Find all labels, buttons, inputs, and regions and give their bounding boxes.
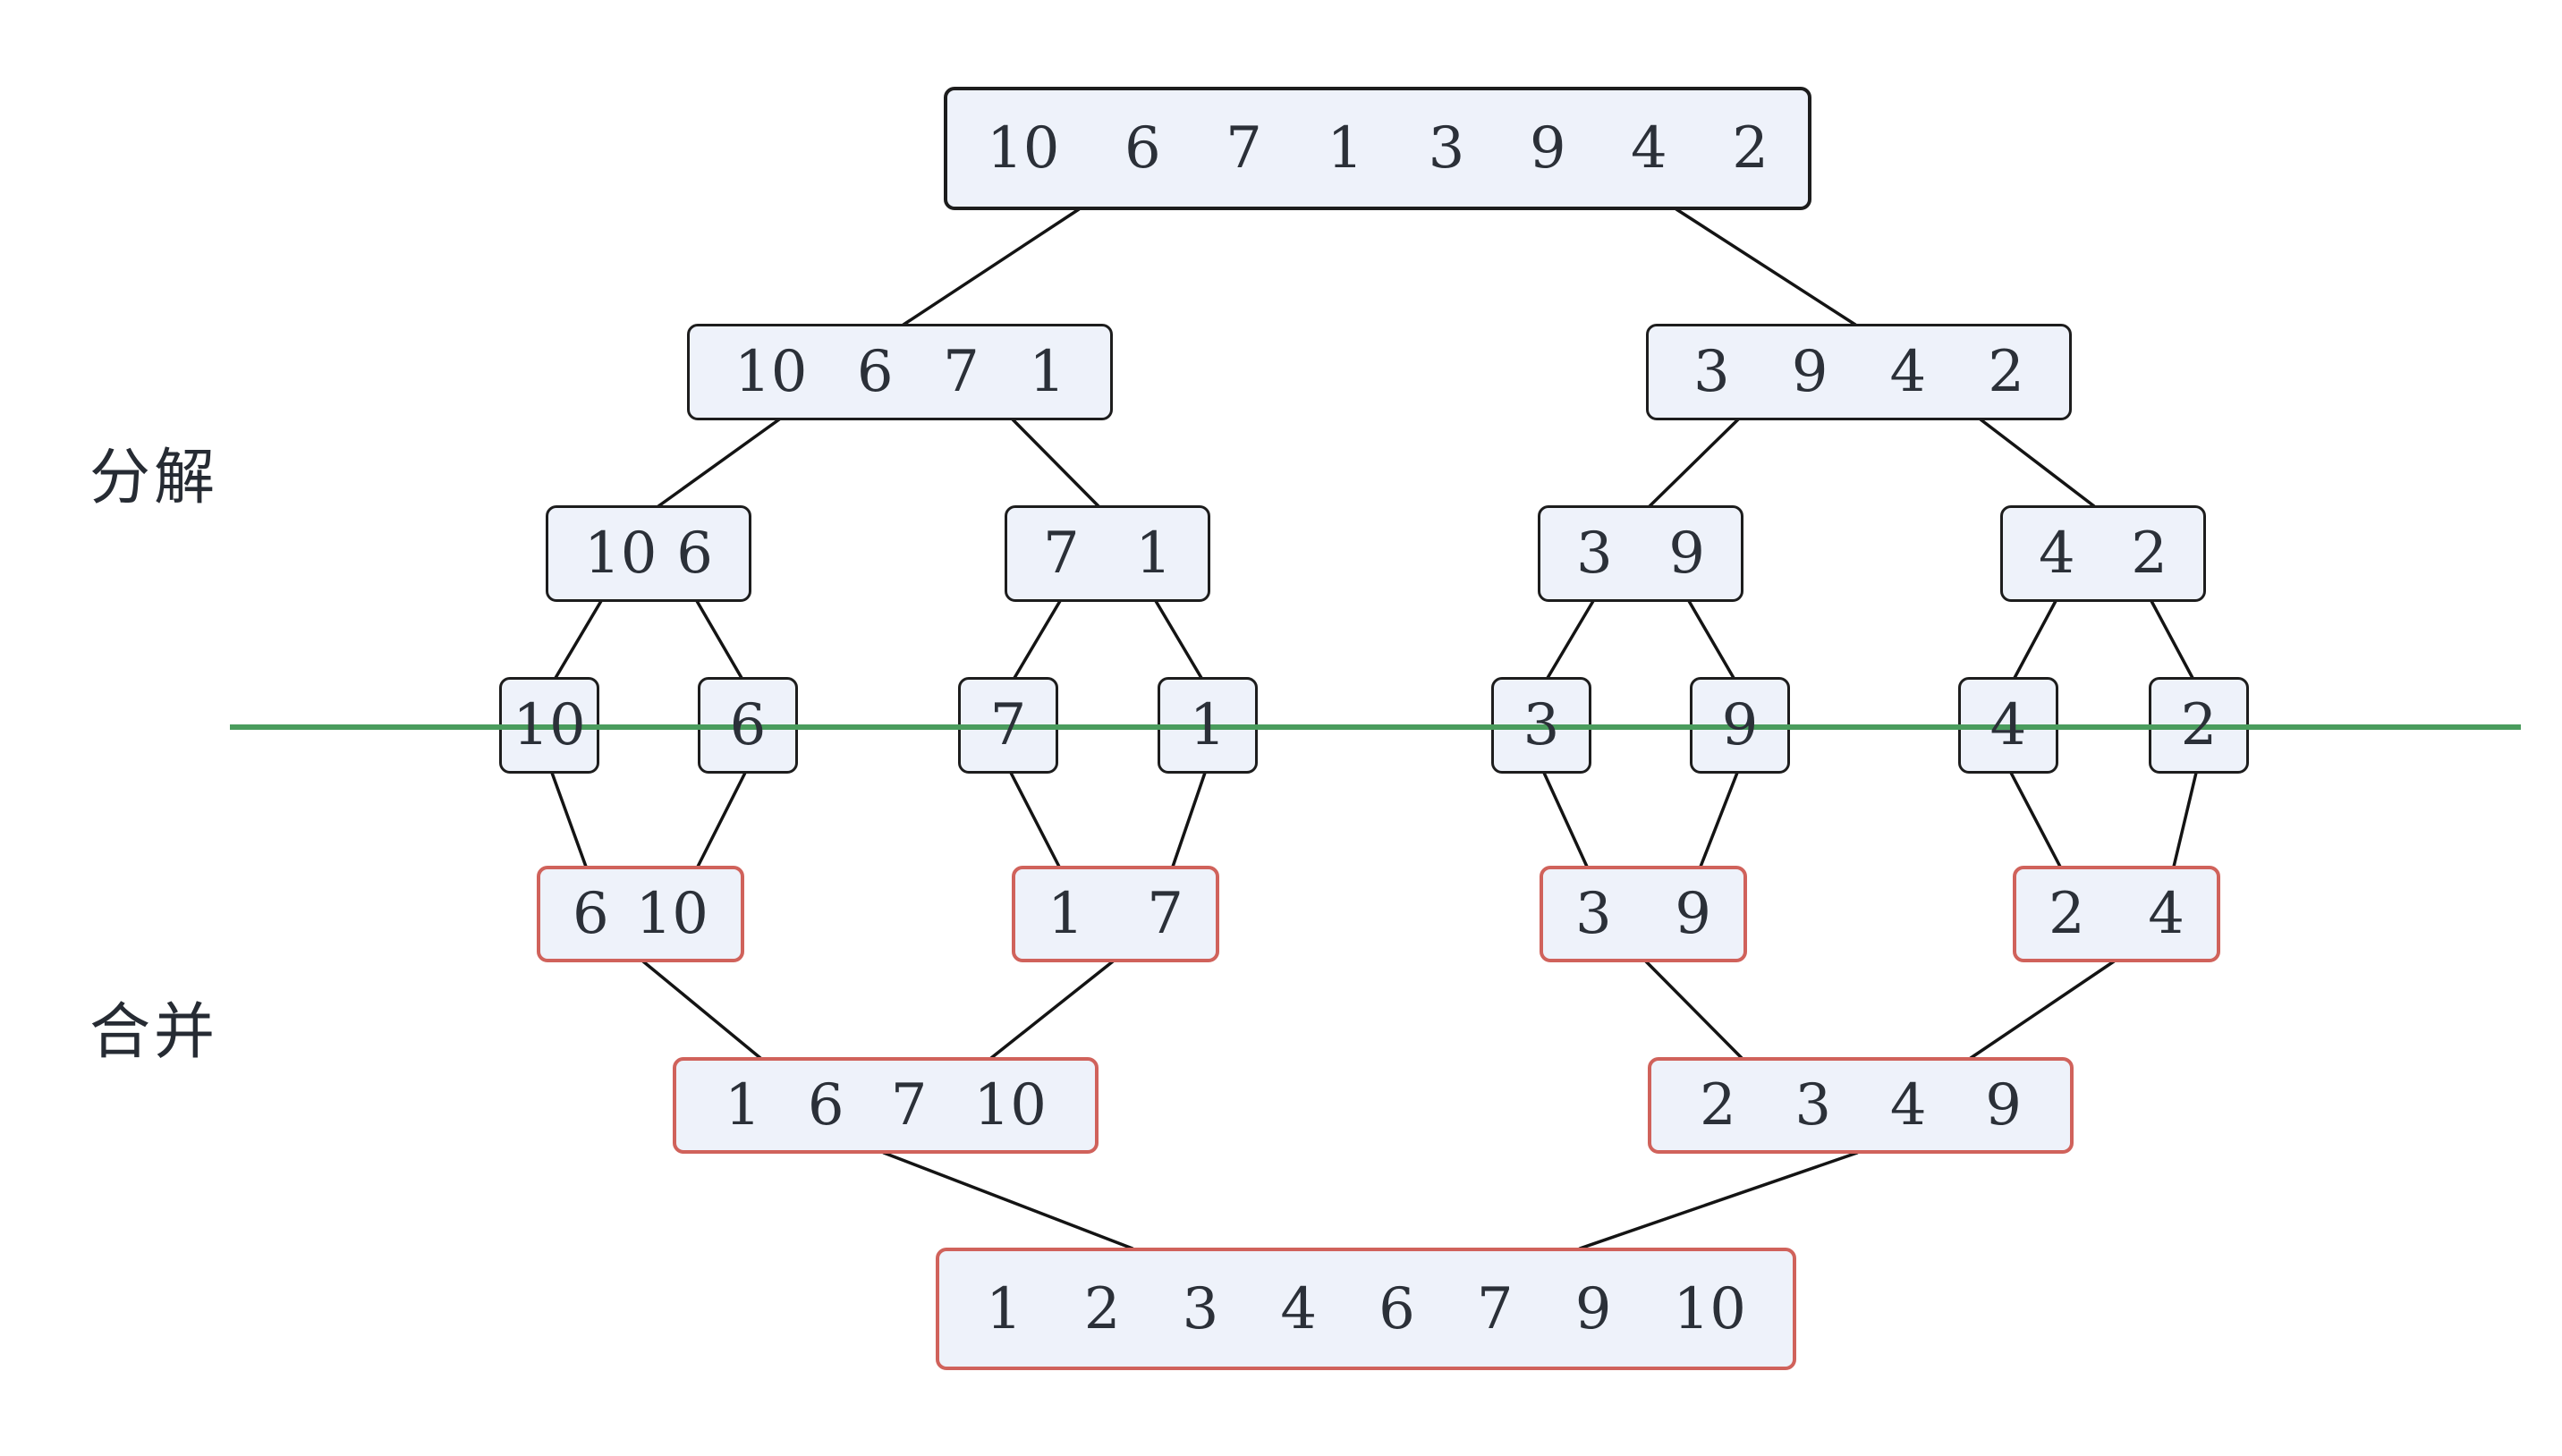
edge xyxy=(1578,1151,1859,1250)
edge xyxy=(1546,599,1595,680)
node-merge-pair-6-10: 6 10 xyxy=(537,866,744,962)
array-element: 1 xyxy=(1327,115,1364,182)
array-element: 10 xyxy=(635,881,708,947)
array-element: 6 xyxy=(573,881,609,947)
array-element: 10 xyxy=(987,115,1060,182)
array-element: 3 xyxy=(1428,115,1465,182)
array-element: 4 xyxy=(2039,521,2075,587)
array-element: 9 xyxy=(1529,115,1566,182)
array-element: 1 xyxy=(1048,881,1084,947)
edge xyxy=(1644,960,1743,1060)
array-element: 4 xyxy=(2148,881,2184,947)
edge xyxy=(695,599,743,680)
array-element: 7 xyxy=(890,1072,928,1139)
array-element: 4 xyxy=(1889,339,1927,405)
array-element: 3 xyxy=(1576,521,1613,587)
edge xyxy=(2172,771,2198,868)
array-element: 7 xyxy=(1147,881,1183,947)
edge xyxy=(902,207,1081,326)
merge-phase-label: 合并 xyxy=(89,997,219,1068)
edge xyxy=(550,771,588,868)
edge xyxy=(882,1151,1134,1250)
array-element: 6 xyxy=(856,339,894,405)
node-decompose-pair-10-6: 10 6 xyxy=(546,505,751,602)
edge xyxy=(1969,960,2116,1060)
edge xyxy=(1687,599,1735,680)
array-element: 6 xyxy=(676,521,713,587)
edge xyxy=(657,418,781,508)
array-element: 2 xyxy=(1732,115,1769,182)
array-element: 4 xyxy=(1889,1072,1927,1139)
array-element: 7 xyxy=(1476,1275,1514,1342)
edge xyxy=(989,960,1115,1060)
edge xyxy=(696,771,747,868)
edge xyxy=(1675,207,1857,326)
leaf-10: 10 xyxy=(499,677,599,774)
array-element: 9 xyxy=(1985,1072,2022,1139)
edge xyxy=(1542,771,1589,868)
array-element: 7 xyxy=(1043,521,1080,587)
edge xyxy=(1648,418,1740,508)
array-element: 1 xyxy=(1135,521,1172,587)
array-element: 10 xyxy=(973,1072,1047,1139)
array-element: 2 xyxy=(2049,881,2085,947)
edge xyxy=(2013,599,2057,680)
array-element: 9 xyxy=(1668,521,1705,587)
array-element: 7 xyxy=(1226,115,1262,182)
array-element: 2 xyxy=(1988,339,2024,405)
array-element: 3 xyxy=(1794,1072,1832,1139)
array-element: 9 xyxy=(1675,881,1711,947)
array-element: 10 xyxy=(734,339,808,405)
array-element: 9 xyxy=(1574,1275,1612,1342)
edge xyxy=(1009,771,1061,868)
array-element: 6 xyxy=(1124,115,1161,182)
phase-divider-line xyxy=(230,724,2521,730)
array-element: 3 xyxy=(1575,881,1612,947)
array-element: 1 xyxy=(1029,339,1065,405)
edge xyxy=(1979,418,2096,508)
edge xyxy=(1699,771,1739,868)
array-element: 1 xyxy=(986,1275,1022,1342)
array-element: 6 xyxy=(1379,1275,1415,1342)
array-element: 2 xyxy=(1083,1275,1121,1342)
edge xyxy=(2150,599,2194,680)
edge xyxy=(1154,599,1203,680)
edge xyxy=(641,960,762,1060)
array-element: 9 xyxy=(1791,339,1828,405)
array-element: 7 xyxy=(943,339,980,405)
edge xyxy=(1013,599,1062,680)
array-element: 3 xyxy=(1693,339,1730,405)
array-element: 10 xyxy=(1673,1275,1746,1342)
edge xyxy=(554,599,603,680)
array-element: 6 xyxy=(807,1072,844,1139)
array-element: 2 xyxy=(1700,1072,1736,1139)
edge xyxy=(2009,771,2062,868)
array-element: 1 xyxy=(725,1072,761,1139)
array-element: 2 xyxy=(2131,521,2168,587)
edge xyxy=(1171,771,1207,868)
array-element: 4 xyxy=(1280,1275,1318,1342)
decompose-phase-label: 分解 xyxy=(89,443,219,513)
array-element: 10 xyxy=(584,521,657,587)
edge xyxy=(1011,418,1100,508)
array-element: 4 xyxy=(1631,115,1667,182)
array-element: 3 xyxy=(1182,1275,1219,1342)
